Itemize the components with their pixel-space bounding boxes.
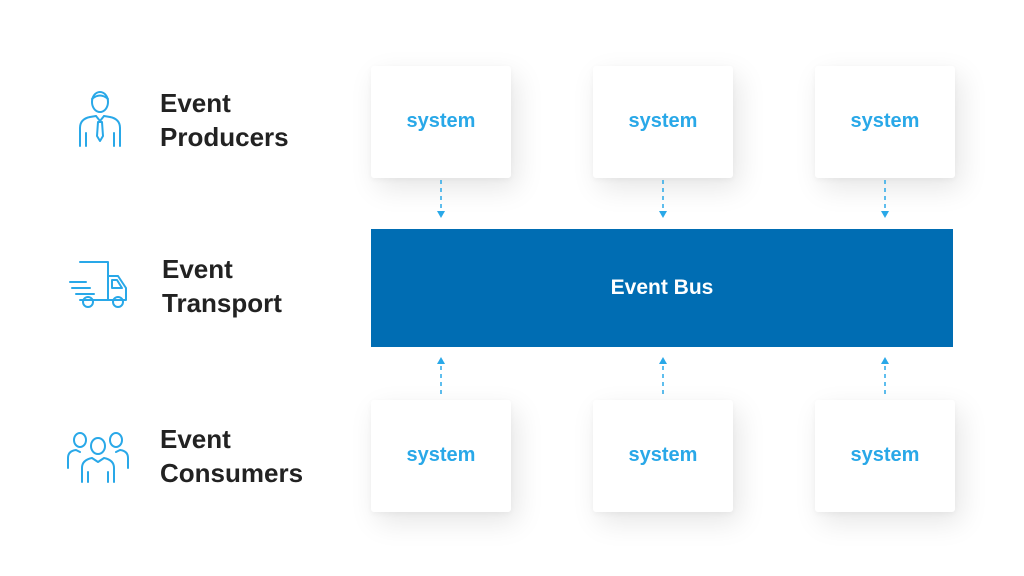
system-label: system (406, 109, 476, 132)
down-arrow-icon (658, 178, 668, 218)
person-with-tie-icon (68, 86, 132, 150)
system-label: system (406, 443, 476, 466)
consumer-system-box[interactable]: system (593, 400, 733, 512)
event-bus-label: Event Bus (610, 276, 714, 299)
group-of-people-icon (66, 424, 130, 488)
up-arrow-icon (436, 356, 446, 396)
producer-system-box[interactable]: system (815, 66, 955, 178)
up-arrow-icon (880, 356, 890, 396)
down-arrow-icon (880, 178, 890, 218)
system-label: system (628, 443, 698, 466)
transport-label: Event Transport (162, 254, 282, 318)
system-label: system (850, 109, 920, 132)
producer-system-box[interactable]: system (593, 66, 733, 178)
up-arrow-icon (658, 356, 668, 396)
system-label: system (850, 443, 920, 466)
delivery-truck-icon (68, 254, 132, 318)
producer-system-box[interactable]: system (371, 66, 511, 178)
event-bus[interactable]: Event Bus (371, 229, 953, 347)
consumers-label: Event Consumers (160, 424, 304, 488)
producers-label: Event Producers (160, 88, 289, 152)
consumer-system-box[interactable]: system (371, 400, 511, 512)
system-label: system (628, 109, 698, 132)
down-arrow-icon (436, 178, 446, 218)
consumer-system-box[interactable]: system (815, 400, 955, 512)
